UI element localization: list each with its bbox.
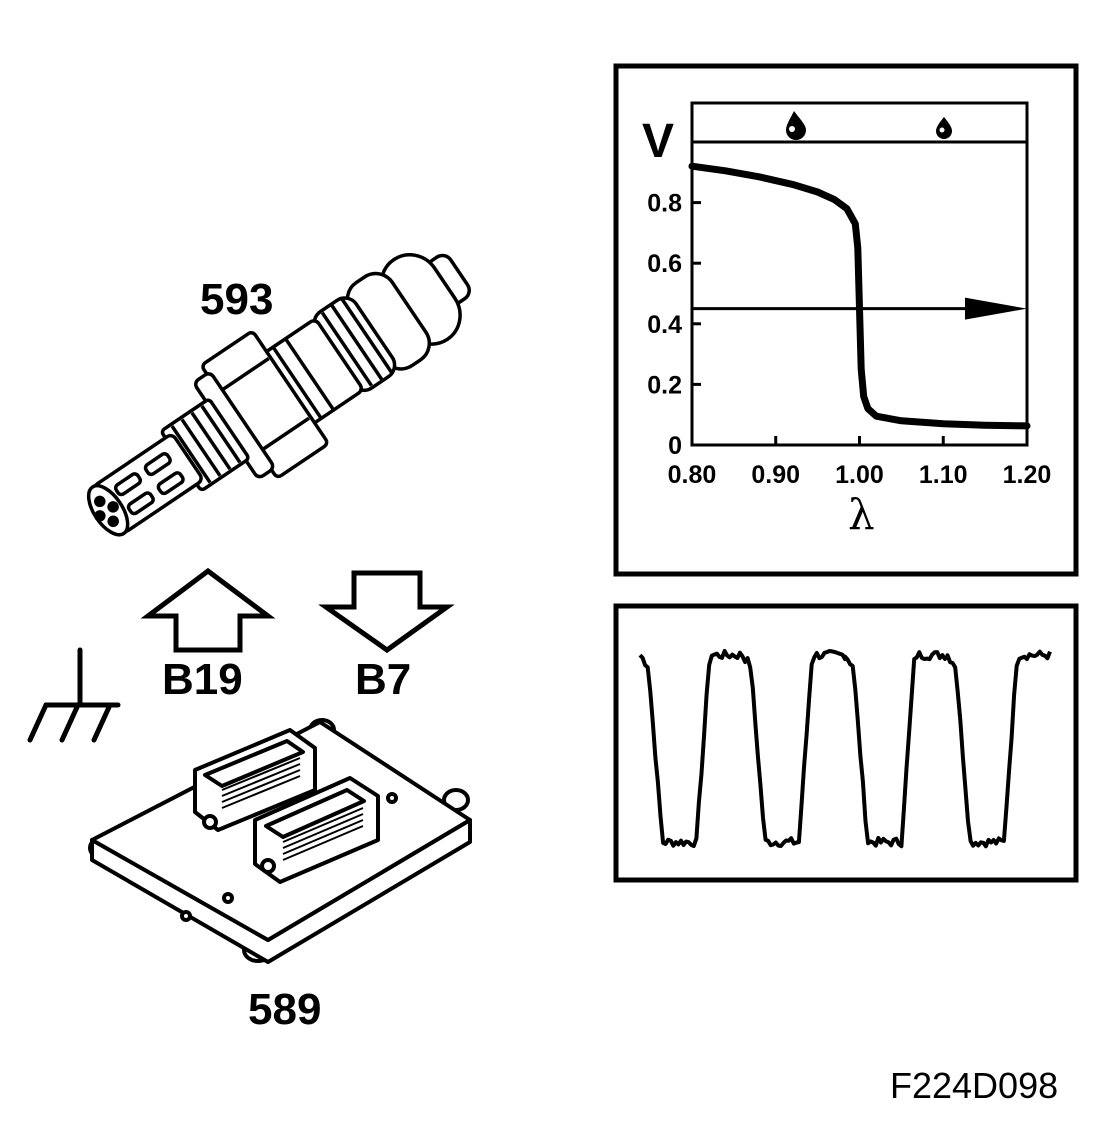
sensor-number-label: 593	[200, 275, 274, 324]
ground-icon	[27, 647, 121, 743]
figure-id-label: F224D098	[890, 1065, 1059, 1106]
y-tick-label: 0.2	[647, 371, 682, 399]
output-signal-label: B7	[355, 655, 412, 704]
ecu-number-label: 589	[248, 985, 322, 1034]
axes-ticks	[690, 201, 1029, 447]
x-tick-label: 1.10	[919, 461, 968, 489]
ecu-icon	[88, 718, 472, 964]
lambda-voltage-curve	[688, 162, 1031, 430]
input-signal-label: B19	[162, 655, 243, 704]
y-tick-label: 0.8	[647, 190, 682, 218]
y-tick-label: 0.6	[647, 250, 682, 278]
x-tick-label: 0.80	[668, 461, 717, 489]
fuel-drop-icon	[786, 111, 806, 140]
y-tick-label: 0.4	[647, 311, 682, 339]
chart-xlabel: λ	[848, 490, 875, 539]
x-tick-label: 0.90	[751, 461, 800, 489]
x-tick-label: 1.00	[835, 461, 884, 489]
reference-arrowhead	[965, 297, 1027, 320]
arrow-up-icon	[140, 567, 276, 653]
chart-ylabel: V	[642, 115, 675, 168]
oxygen-sensor-icon	[86, 253, 471, 537]
oscilloscope-trace	[638, 648, 1052, 849]
chart-frame	[613, 63, 1079, 577]
fuel-drop-icon	[936, 117, 952, 139]
oscilloscope-frame	[613, 603, 1079, 883]
arrow-down-icon	[318, 570, 455, 654]
y-tick-label: 0	[668, 432, 682, 460]
x-tick-label: 1.20	[1003, 461, 1052, 489]
axes-ticklabels: 0.80 0.90 1.00 1.10 1.20 0 0.2 0.4 0.6 0.8	[647, 190, 1051, 489]
